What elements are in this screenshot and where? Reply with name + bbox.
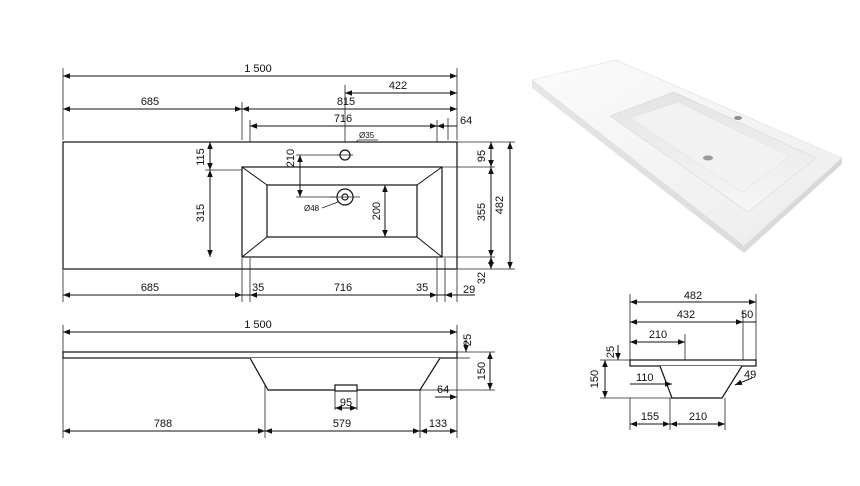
- section-basin-profile: [659, 365, 743, 399]
- dim-overall-width: 1 500: [244, 63, 272, 75]
- dim-top-margin: 115: [195, 148, 207, 166]
- dim-section-depth: 482: [684, 290, 702, 302]
- dim-side-right-margin: 64: [437, 384, 449, 396]
- dim-section-bottom-inner: 110: [636, 372, 654, 384]
- dim-hole-diameter: Ø35: [359, 131, 375, 140]
- dim-section-front: 210: [649, 329, 667, 341]
- dim-section-height: 150: [589, 370, 601, 388]
- dim-side-right: 133: [429, 418, 447, 430]
- dim-side-overall: 1 500: [244, 319, 272, 331]
- dim-wall-right: 35: [416, 282, 428, 294]
- dim-leader-drain: [321, 201, 339, 209]
- dim-basin-width: 716: [334, 113, 352, 125]
- right-extension-lines: [442, 141, 515, 270]
- render-tap-hole: [734, 116, 742, 120]
- dim-top-rim: 95: [476, 150, 488, 162]
- dim-left-shelf: 685: [141, 96, 159, 108]
- dim-section-inner: 432: [677, 309, 695, 321]
- render-basin-floor: [629, 101, 791, 193]
- dim-inner-depth: 355: [476, 203, 488, 221]
- dim-wall-left: 35: [252, 282, 264, 294]
- dim-bottom-right: 29: [463, 284, 475, 296]
- basin-outline: [241, 166, 443, 258]
- dim-drain-diameter: Ø48: [304, 204, 320, 213]
- sink-product-render: [531, 59, 843, 253]
- dim-right-offset: 422: [389, 80, 407, 92]
- dim-side-thickness: 25: [462, 334, 474, 346]
- section-view: 482 432 50 210 25 150 110 49 155 210: [589, 290, 757, 430]
- section-slab: [629, 359, 757, 367]
- dim-bottom-rim: 32: [476, 272, 488, 284]
- render-drain: [703, 155, 713, 161]
- dim-side-drain: 95: [340, 397, 352, 409]
- dim-right-edge: 64: [460, 115, 472, 127]
- dim-side-middle: 579: [333, 418, 351, 430]
- dim-section-bottom-width: 210: [689, 411, 707, 423]
- dim-section-bottom-left: 155: [641, 411, 659, 423]
- top-view: 1 500 422 685 815 716 64 Ø35: [62, 63, 515, 302]
- side-view: 1 500 25 150 64 95 788 579 133: [62, 319, 495, 438]
- dim-side-height: 150: [476, 362, 488, 380]
- side-drain: [334, 384, 358, 392]
- dim-leader-bevel: [734, 377, 753, 386]
- dim-hole-offset: 210: [285, 149, 297, 167]
- dim-side-left: 788: [154, 418, 172, 430]
- dim-total-depth: 482: [494, 196, 506, 214]
- side-slab: [62, 351, 458, 359]
- dim-section-thickness: 25: [605, 346, 617, 358]
- dim-basin-depth: 200: [371, 202, 383, 220]
- dim-section-bevel: 49: [744, 369, 756, 381]
- dim-bottom-basin: 716: [334, 282, 352, 294]
- dim-basin-section: 815: [337, 96, 355, 108]
- dim-bottom-left: 685: [141, 282, 159, 294]
- dim-section-back: 50: [741, 309, 753, 321]
- dim-left-depth: 315: [195, 204, 207, 222]
